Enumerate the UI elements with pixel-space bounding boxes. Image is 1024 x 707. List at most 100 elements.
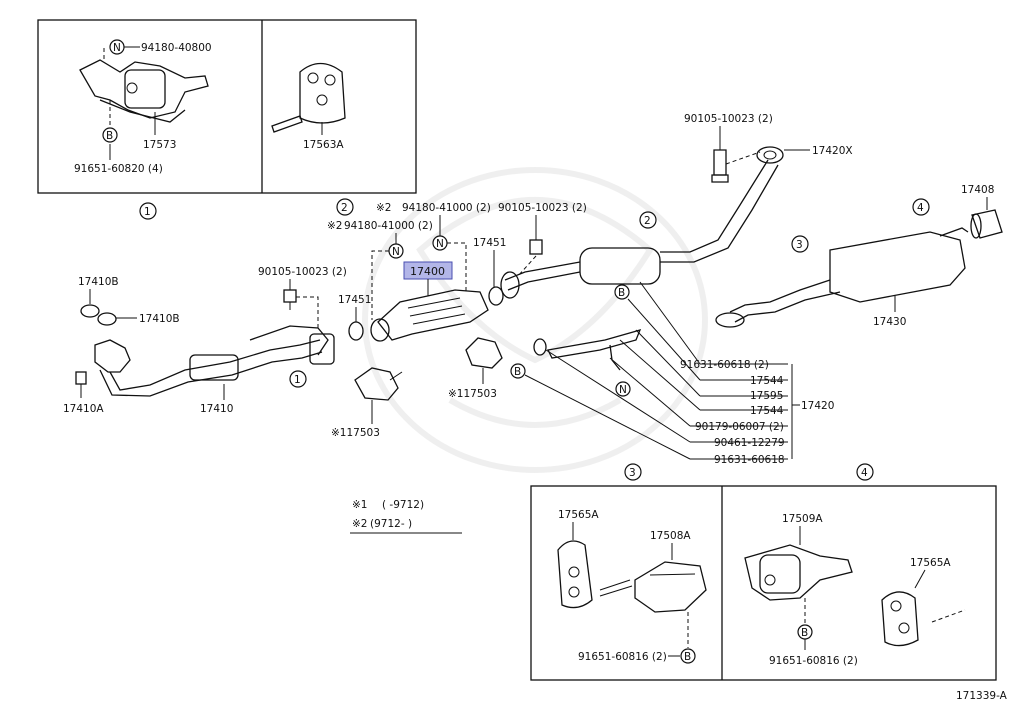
hanger-bracket-17573[interactable] <box>79 59 209 123</box>
group-marker-2-mid: 2 <box>336 198 354 216</box>
bolt-90105-10023-mid[interactable] <box>529 239 543 255</box>
svg-text:B: B <box>684 651 691 663</box>
label-17509A[interactable]: 17509A <box>782 513 823 525</box>
group-marker-4-bottom: 4 <box>856 463 874 481</box>
label-17544-b[interactable]: 17544 <box>750 405 784 417</box>
diagram-id: 171339-A <box>956 690 1008 702</box>
callout-b-right-upper: B <box>614 284 630 300</box>
label-17410A[interactable]: 17410A <box>63 403 104 415</box>
heat-insulator-117503-right[interactable] <box>465 337 503 369</box>
bracket-17508A[interactable] <box>634 561 707 613</box>
rubber-hanger-17563A[interactable] <box>299 62 346 124</box>
label-90179-06007[interactable]: 90179-06007 (2) <box>695 421 784 433</box>
label-17400[interactable]: 17400 <box>410 265 445 278</box>
bracket-17509A[interactable] <box>744 544 853 601</box>
svg-text:1: 1 <box>144 206 151 218</box>
ring-gasket-90461[interactable] <box>533 338 547 356</box>
note-2-text: (9712- ) <box>370 518 412 530</box>
label-91631-60618-a[interactable]: 91631-60618 (2) <box>680 359 769 371</box>
label-91651-60820[interactable]: 91651-60820 (4) <box>74 163 163 175</box>
label-17408[interactable]: 17408 <box>961 184 994 196</box>
label-17565A-box4[interactable]: 17565A <box>910 557 951 569</box>
label-17410B-b[interactable]: 17410B <box>139 313 180 325</box>
label-91631-60618-b[interactable]: 91631-60618 <box>714 454 785 466</box>
label-17595[interactable]: 17595 <box>750 390 783 402</box>
svg-text:N: N <box>113 42 121 54</box>
watermark-crest <box>362 167 708 473</box>
label-91651-60816-box4[interactable]: 91651-60816 (2) <box>769 655 858 667</box>
label-17451-left[interactable]: 17451 <box>338 294 371 306</box>
svg-text:B: B <box>618 287 625 299</box>
note2-mark-b: ※2 <box>327 220 342 232</box>
rubber-hanger-17565A-box3[interactable] <box>557 540 593 609</box>
label-94180-41000-a[interactable]: 94180-41000 (2) <box>402 202 491 214</box>
svg-text:N: N <box>436 238 444 250</box>
heat-insulator-117503-left[interactable] <box>354 367 403 401</box>
label-90105-10023-mid[interactable]: 90105-10023 (2) <box>498 202 587 214</box>
label-90105-10023-top[interactable]: 90105-10023 (2) <box>684 113 773 125</box>
gasket-17410B-b[interactable] <box>97 312 117 326</box>
label-17573[interactable]: 17573 <box>143 139 176 151</box>
group-marker-3-top: 3 <box>791 235 809 253</box>
notes-block: ※1 ( -9712) ※2 (9712- ) <box>350 499 462 534</box>
group-marker-1-mid: 1 <box>289 370 307 388</box>
gasket-17451-left[interactable] <box>348 321 364 341</box>
svg-text:3: 3 <box>796 239 803 251</box>
callout-b-left-lower: B <box>510 363 526 379</box>
label-90105-10023-left[interactable]: 90105-10023 (2) <box>258 266 347 278</box>
svg-text:B: B <box>514 366 521 378</box>
note-1-mark: ※1 <box>352 499 367 511</box>
bolt-90105-10023-top[interactable] <box>711 149 729 183</box>
bolt-90105-10023-left[interactable] <box>283 289 297 310</box>
label-17420[interactable]: 17420 <box>801 400 834 412</box>
svg-text:3: 3 <box>629 467 636 479</box>
inset-box-1 <box>37 19 417 194</box>
group-marker-3-bottom: 3 <box>624 463 642 481</box>
rubber-hanger-17565A-box4[interactable] <box>881 591 919 647</box>
note-1-text: ( -9712) <box>382 499 424 511</box>
gasket-17420X[interactable] <box>756 146 784 164</box>
label-17544-a[interactable]: 17544 <box>750 375 784 387</box>
svg-text:B: B <box>106 130 113 142</box>
svg-text:4: 4 <box>917 202 924 214</box>
svg-text:2: 2 <box>644 215 651 227</box>
callout-b-box4: B <box>797 624 813 640</box>
label-117503-left[interactable]: ※117503 <box>331 427 380 439</box>
note2-mark-a: ※2 <box>376 202 391 214</box>
group-marker-1-top: 1 <box>139 202 157 220</box>
label-17430[interactable]: 17430 <box>873 316 906 328</box>
label-117503-right[interactable]: ※117503 <box>448 388 497 400</box>
svg-text:4: 4 <box>861 467 868 479</box>
svg-text:N: N <box>619 384 627 396</box>
label-17508A[interactable]: 17508A <box>650 530 691 542</box>
label-17563A[interactable]: 17563A <box>303 139 344 151</box>
center-exhaust-pipe-17420[interactable] <box>500 159 779 299</box>
inset-box-3-4 <box>530 485 997 681</box>
callout-b-box3: B <box>680 648 696 664</box>
label-94180-41000-b[interactable]: 94180-41000 (2) <box>344 220 433 232</box>
gasket-17410B-a[interactable] <box>80 304 100 318</box>
catalytic-converter-17400[interactable] <box>370 289 489 342</box>
svg-text:B: B <box>801 627 808 639</box>
label-17410B-a[interactable]: 17410B <box>78 276 119 288</box>
nut-17410A[interactable] <box>75 371 87 385</box>
label-17565A-box3[interactable]: 17565A <box>558 509 599 521</box>
svg-text:2: 2 <box>341 202 348 214</box>
label-91651-60816-box3[interactable]: 91651-60816 (2) <box>578 651 667 663</box>
label-90461-12279[interactable]: 90461-12279 <box>714 437 785 449</box>
bracket-17544-17595[interactable] <box>547 329 642 371</box>
label-17420X[interactable]: 17420X <box>812 145 853 157</box>
label-17451-right[interactable]: 17451 <box>473 237 506 249</box>
tail-pipe-tip-17408[interactable] <box>970 209 1003 239</box>
svg-text:1: 1 <box>294 374 301 386</box>
gasket-17451-right[interactable] <box>488 286 504 306</box>
rear-muffler-17430[interactable] <box>715 227 969 328</box>
label-94180-40800[interactable]: 94180-40800 <box>141 42 212 54</box>
label-17410[interactable]: 17410 <box>200 403 233 415</box>
group-marker-2-right: 2 <box>639 211 657 229</box>
svg-text:N: N <box>392 246 400 258</box>
callout-n-94180-40800: N <box>109 39 125 55</box>
callout-b-91651-60820: B <box>102 127 118 143</box>
leader-lines <box>524 281 800 460</box>
